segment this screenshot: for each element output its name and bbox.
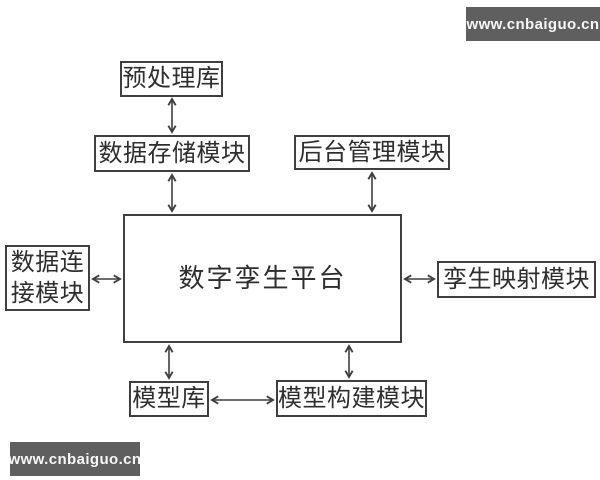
node-data-storage-module: 数据存储模块 [94,135,250,172]
node-twin-mapping-module: 孪生映射模块 [437,261,596,298]
node-preprocessing-library: 预处理库 [120,61,223,97]
node-label: 模型构建模块 [278,384,425,412]
node-label: 数字孪生平台 [178,262,347,293]
node-digital-twin-platform: 数字孪生平台 [123,214,402,343]
node-label: 孪生映射模块 [443,265,590,293]
node-label: 模型库 [132,385,206,413]
watermark-top-right: www.cnbaiguo.cn [466,7,600,41]
node-model-library: 模型库 [129,381,209,417]
watermark-text: www.cnbaiguo.cn [8,450,142,468]
node-label: 数据存储模块 [98,139,246,167]
node-label: 预处理库 [122,65,221,93]
node-label: 数据连接模块 [10,248,85,307]
node-data-connection-module: 数据连接模块 [5,245,90,311]
node-model-building-module: 模型构建模块 [276,380,427,417]
node-backend-management-module: 后台管理模块 [294,135,450,170]
watermark-bottom-left: www.cnbaiguo.cn [8,442,142,476]
watermark-text: www.cnbaiguo.cn [466,15,600,33]
node-label: 后台管理模块 [298,138,446,166]
